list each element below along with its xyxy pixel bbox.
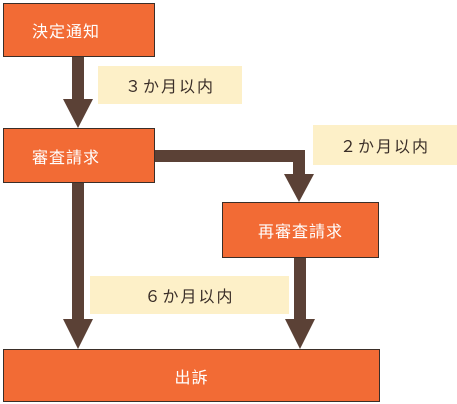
node-decision-notice: 決定通知 — [3, 3, 155, 57]
arrow-elbow-vertical — [293, 150, 305, 175]
arrow-shaft-re-review-to-lawsuit — [294, 258, 306, 320]
note-three-months: ３か月以内 — [98, 66, 242, 104]
arrow-head-review-to-re-review — [284, 174, 314, 202]
note-three-months-label: ３か月以内 — [124, 77, 215, 96]
arrow-shaft-notice-to-review — [72, 57, 84, 99]
arrow-shaft-review-to-lawsuit — [72, 183, 84, 319]
note-six-months: ６か月以内 — [90, 276, 289, 314]
node-re-review-request: 再審査請求 — [222, 202, 379, 258]
note-two-months: ２か月以内 — [313, 125, 457, 165]
arrow-head-re-review-to-lawsuit — [285, 319, 315, 349]
note-two-months-label: ２か月以内 — [339, 137, 430, 156]
arrow-head-review-to-lawsuit — [63, 319, 93, 349]
arrow-elbow-horizontal — [154, 150, 305, 162]
node-lawsuit: 出訴 — [3, 349, 380, 402]
node-re-review-request-label: 再審査請求 — [257, 222, 343, 241]
arrow-head-notice-to-review — [63, 99, 93, 128]
node-review-request-label: 審査請求 — [32, 147, 101, 167]
node-lawsuit-label: 出訴 — [174, 367, 209, 387]
node-review-request: 審査請求 — [3, 128, 155, 183]
note-six-months-label: ６か月以内 — [144, 287, 235, 306]
node-decision-notice-label: 決定通知 — [32, 22, 101, 41]
